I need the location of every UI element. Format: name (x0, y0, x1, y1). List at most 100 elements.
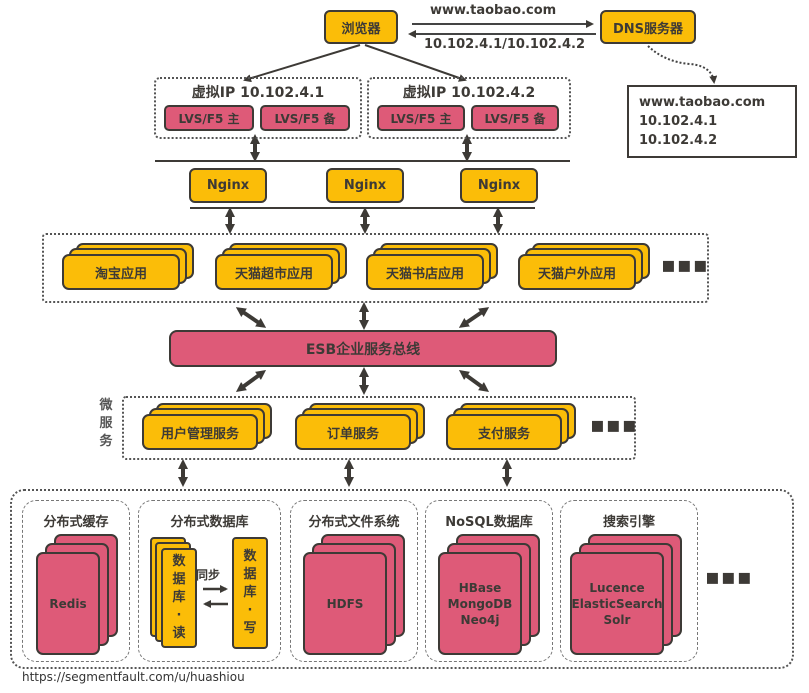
lvs-master: LVS/F5 主 (377, 105, 465, 131)
char: 数 (172, 554, 186, 569)
dns-record-box: www.taobao.com 10.102.4.1 10.102.4.2 (627, 85, 797, 158)
nginx-node: Nginx (189, 168, 267, 203)
search-title: 搜索引擎 (602, 515, 655, 530)
service-label: 支付服务 (477, 426, 530, 442)
cache-content: Redis (36, 552, 100, 655)
service-stack: 用户管理服务 (142, 403, 272, 451)
side-label-char: 务 (99, 434, 113, 449)
database-group: 分布式数据库 (138, 500, 281, 662)
vip-title: 虚拟IP 10.102.4.2 (402, 85, 536, 101)
browser-node: 浏览器 (324, 10, 398, 44)
nginx-label: Nginx (343, 178, 387, 193)
app-esb-arrow-1 (235, 307, 267, 328)
service-stack: 支付服务 (446, 403, 576, 451)
browser-to-vip2 (364, 44, 467, 82)
db-read-stack: 数 据 库 · 读 (150, 537, 198, 651)
tech-label: Lucence (589, 580, 645, 595)
app-stack: 天猫超市应用 (215, 243, 347, 291)
nginx-label: Nginx (477, 178, 521, 193)
tech-label: Neo4j (460, 612, 500, 627)
lvs-backup: LVS/F5 备 (471, 105, 559, 131)
tech-label: HBase (458, 580, 502, 595)
lvs-backup-label: LVS/F5 备 (484, 111, 546, 126)
service-label: 用户管理服务 (160, 426, 239, 442)
apps-more-ellipsis: ▪▪▪ (661, 253, 709, 278)
nginx-node: Nginx (460, 168, 538, 203)
nginx-label: Nginx (206, 178, 250, 193)
storage-layer (10, 489, 794, 669)
services-more-ellipsis: ▪▪▪ (590, 413, 638, 438)
nosql-title: NoSQL数据库 (445, 515, 533, 530)
vip-group-1: 虚拟IP 10.102.4.1 LVS/F5 主 LVS/F5 备 (154, 77, 362, 139)
storage-more-ellipsis: ▪▪▪ (705, 565, 753, 590)
tech-label: Solr (603, 612, 631, 627)
char: · (176, 608, 182, 623)
dns-record-line: 10.102.4.2 (639, 133, 718, 148)
tech-label: Redis (49, 596, 87, 611)
filesystem-title: 分布式文件系统 (308, 515, 400, 530)
lvs-backup: LVS/F5 备 (260, 105, 350, 131)
lvs-master-label: LVS/F5 主 (390, 111, 452, 126)
nosql-stack: HBase MongoDB Neo4j (438, 534, 542, 656)
watermark-link[interactable]: https://segmentfault.com/u/huashiou (22, 670, 245, 684)
side-label-char: 微 (99, 398, 113, 413)
app-label: 天猫户外应用 (537, 266, 616, 282)
sync-label: 同步 (196, 568, 221, 582)
char: 据 (243, 567, 257, 582)
app-label: 天猫书店应用 (385, 266, 464, 282)
tech-label: ElasticSearch (571, 596, 663, 611)
tech-label: HDFS (326, 596, 364, 611)
search-stack: Lucence ElasticSearch Solr (570, 534, 686, 656)
cache-stack: Redis (36, 534, 120, 656)
response-label: 10.102.4.1/10.102.4.2 (424, 37, 586, 52)
request-label: www.taobao.com (430, 3, 557, 18)
app-label: 天猫超市应用 (234, 266, 313, 282)
db-write-node: 数 据 库 · 写 (232, 537, 268, 651)
nginx-node: Nginx (326, 168, 404, 203)
app-stack: 天猫书店应用 (366, 243, 498, 291)
dns-record-link (647, 45, 718, 84)
nosql-group: NoSQL数据库 (425, 500, 553, 662)
lvs-backup-label: LVS/F5 备 (274, 111, 336, 126)
char: · (247, 603, 253, 618)
database-title: 分布式数据库 (170, 515, 249, 530)
char: 库 (243, 585, 257, 600)
esb-label: ESB企业服务总线 (305, 341, 421, 358)
app-stack: 天猫户外应用 (518, 243, 650, 291)
lvs-master-label: LVS/F5 主 (178, 111, 240, 126)
lvs-master: LVS/F5 主 (164, 105, 254, 131)
browser-to-vip1 (243, 44, 361, 83)
vip-title: 虚拟IP 10.102.4.1 (191, 85, 325, 101)
vip-group-2: 虚拟IP 10.102.4.2 LVS/F5 主 LVS/F5 备 (367, 77, 571, 139)
microservices-side-label: 微 服 务 (96, 397, 116, 451)
db-write-label: 数 据 库 · 写 (232, 537, 268, 649)
dns-record-line: www.taobao.com (639, 95, 766, 110)
cache-group: 分布式缓存 (22, 500, 130, 662)
app-label: 淘宝应用 (94, 266, 147, 282)
filesystem-content: HDFS (303, 552, 387, 655)
dns-label: DNS服务器 (612, 21, 684, 37)
cache-title: 分布式缓存 (43, 515, 109, 530)
char: 写 (243, 621, 257, 636)
dns-record-line: 10.102.4.1 (639, 114, 718, 129)
esb-ms-arrow-3 (458, 370, 490, 392)
db-read-label: 数 据 库 · 读 (161, 548, 197, 648)
tech-label: MongoDB (447, 596, 513, 611)
service-stack: 订单服务 (295, 403, 425, 451)
filesystem-group: 分布式文件系统 (290, 500, 418, 662)
char: 读 (172, 626, 186, 641)
app-esb-arrow-3 (458, 307, 490, 328)
apps-layer (42, 233, 709, 303)
search-content: Lucence ElasticSearch Solr (570, 552, 664, 655)
filesystem-stack: HDFS (303, 534, 407, 656)
search-group: 搜索引擎 (560, 500, 698, 662)
char: 据 (172, 572, 186, 587)
dns-server-node: DNS服务器 (600, 10, 696, 44)
microservices-layer (122, 396, 636, 460)
side-label-char: 服 (99, 416, 113, 431)
browser-label: 浏览器 (341, 21, 381, 37)
nosql-content: HBase MongoDB Neo4j (438, 552, 522, 655)
char: 数 (243, 549, 257, 564)
app-stack: 淘宝应用 (62, 243, 194, 291)
